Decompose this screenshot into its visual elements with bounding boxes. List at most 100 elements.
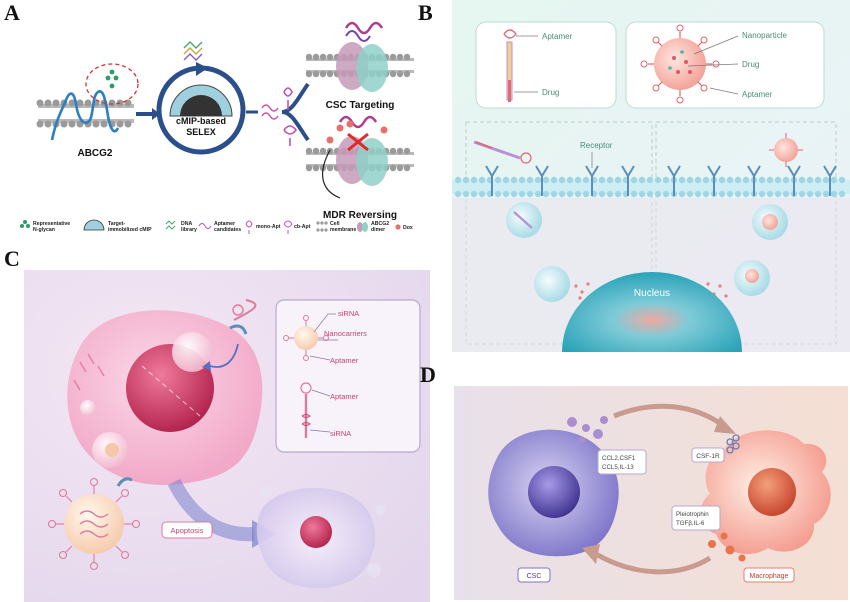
cytokine-box-1: [597, 449, 647, 475]
csf1r-box: [691, 447, 725, 463]
dox-icon: [326, 120, 388, 144]
csc-label: CSC: [527, 573, 542, 580]
inset-label-nanocarriers: Nanocarriers: [324, 329, 367, 338]
inset-label-sirna-bottom: siRNA: [330, 429, 351, 438]
legend-dna-icon: [165, 220, 176, 230]
dna-library-icon: [183, 41, 203, 61]
nanoparticle-icon: [640, 24, 720, 104]
released-sirna: [73, 353, 105, 391]
abcg2-dimer-bottom: [336, 115, 388, 186]
csf1r-label: CSF-1R: [696, 453, 720, 460]
csc-nucleus: [528, 466, 580, 518]
n-glycan-highlight: [85, 63, 139, 105]
n-glycan-icon: [105, 69, 119, 89]
legend-cb-apt: cb-Apt: [294, 224, 311, 230]
inset-label-aptamer-1: Aptamer: [330, 356, 359, 365]
legend-dna-l2: library: [181, 227, 197, 233]
cytokine-box-2-line1: Pleiotrophin: [676, 511, 709, 518]
legend-membrane-l2: membrane: [330, 227, 356, 233]
legend-mono-apt-icon: [245, 220, 253, 234]
arrow-to-csc: [594, 551, 712, 575]
panel-d-label: D: [420, 362, 436, 387]
legend-mono-apt: mono-Apt: [256, 224, 281, 230]
endosome-left-2: [534, 266, 570, 302]
inset-nanocarrier-icon: [283, 315, 329, 361]
legend-dimer-l2: dimer: [371, 227, 385, 233]
vesicle-upper-right: [172, 332, 212, 372]
vesicle-left: [80, 400, 96, 416]
legend-dimer-l1: ABCG2: [371, 221, 389, 227]
aptamer-candidates-icon: [261, 104, 279, 120]
legend-cmip-l1: Target-: [108, 221, 125, 227]
efflux-arrow: [322, 149, 341, 199]
receptors: [485, 165, 837, 196]
branch-arrows: [281, 82, 310, 142]
legend-n-glycan-l1: Representative: [33, 221, 70, 227]
panel-c-label: C: [4, 246, 20, 271]
apoptotic-nucleus: [300, 516, 332, 548]
csf1r-receptor-icon: [726, 434, 740, 454]
mdr-reversing-label: MDR Reversing: [323, 210, 397, 221]
incoming-nanoparticle: [769, 133, 803, 167]
label-drug-right: Drug: [742, 60, 759, 69]
inset-label-sirna-top: siRNA: [338, 309, 359, 318]
legend-dimer-icon: [357, 222, 368, 232]
cytokine-box-2-line2: TGFβ,IL-6: [676, 520, 705, 527]
apoptosis-label: Apoptosis: [171, 526, 204, 535]
cytokine-vesicles-1: [567, 416, 608, 444]
panel-a: ABCG2 cMIP-based SELEX CSC Targeting: [20, 21, 414, 234]
panel-c: siRNA Nanocarriers Aptamer Aptamer siRNA…: [24, 270, 430, 602]
panel-b-label: B: [418, 0, 433, 25]
cytokine-box-2: [671, 505, 721, 531]
nanocarrier-large: [47, 477, 141, 571]
mono-apt-icon: [283, 87, 293, 110]
legend-item-n-glycan: [20, 220, 30, 228]
left-compartment: [465, 121, 653, 345]
label-aptamer-top: Aptamer: [542, 32, 573, 41]
cytokine-box-1-line2: CCL5,IL-13: [602, 464, 634, 471]
cytokine-vesicles-2: [708, 532, 746, 562]
inset-aptamer-sirna-icon: [300, 382, 312, 438]
label-receptor: Receptor: [580, 141, 613, 150]
inset-label-aptamer-2: Aptamer: [330, 392, 359, 401]
legend-dox: Dox: [403, 225, 413, 231]
right-compartment: [655, 121, 837, 345]
legend-aptamer-icon: [198, 223, 212, 229]
legend-cmip-icon: [83, 219, 105, 231]
cb-apt-icon: [283, 125, 298, 146]
panel-b: Aptamer Drug Nanoparticle Drug Aptamer R…: [452, 0, 850, 352]
legend-dna-l1: DNA: [181, 221, 192, 227]
abcg2-label: ABCG2: [77, 148, 112, 159]
legend-n-glycan-l2: N-glycan: [33, 227, 55, 233]
legend-aptamer-l2: candidates: [214, 227, 241, 233]
label-drug-left: Drug: [542, 88, 559, 97]
selex-title-line2: SELEX: [186, 127, 216, 137]
membrane-receptor: [116, 477, 133, 487]
legend-membrane-l1: Cell: [330, 221, 340, 227]
csc-targeting-label: CSC Targeting: [326, 100, 395, 111]
selex-title-line1: cMIP-based: [176, 116, 226, 126]
nucleus-b: [562, 272, 742, 352]
macrophage-nucleus: [748, 468, 796, 516]
arrow-to-macrophage: [613, 403, 726, 429]
uptake-arrow: [209, 343, 239, 368]
legend-aptamer-l1: Aptamer: [214, 221, 235, 227]
abcg2-dimer-top: [336, 21, 388, 92]
panel-a-label: A: [4, 0, 20, 25]
macrophage-tag: [743, 567, 795, 583]
legend-cmip-l2: immobilized cMIP: [108, 227, 152, 233]
legend-membrane-icon: [316, 221, 328, 232]
legend-dox-icon: [395, 224, 401, 230]
legend-cb-apt-icon: [283, 220, 293, 234]
abcg2-transporter: [50, 90, 120, 141]
incoming-conjugate: [473, 140, 532, 164]
label-aptamer-right: Aptamer: [742, 90, 773, 99]
panel-d: CCL2,CSF1 CCL5,IL-13 CSF-1R Pleiotrophin…: [454, 386, 848, 600]
label-nucleus: Nucleus: [634, 288, 670, 299]
selex-cycle-arrowhead: [196, 62, 208, 76]
aptamer-drug-conjugate-icon: [503, 29, 517, 102]
apoptosis-tag: [161, 521, 213, 539]
legend: Representative N-glycan Target- immobili…: [20, 219, 413, 234]
csc-tag: [517, 567, 551, 583]
cytokine-box-1-line1: CCL2,CSF1: [602, 455, 636, 462]
